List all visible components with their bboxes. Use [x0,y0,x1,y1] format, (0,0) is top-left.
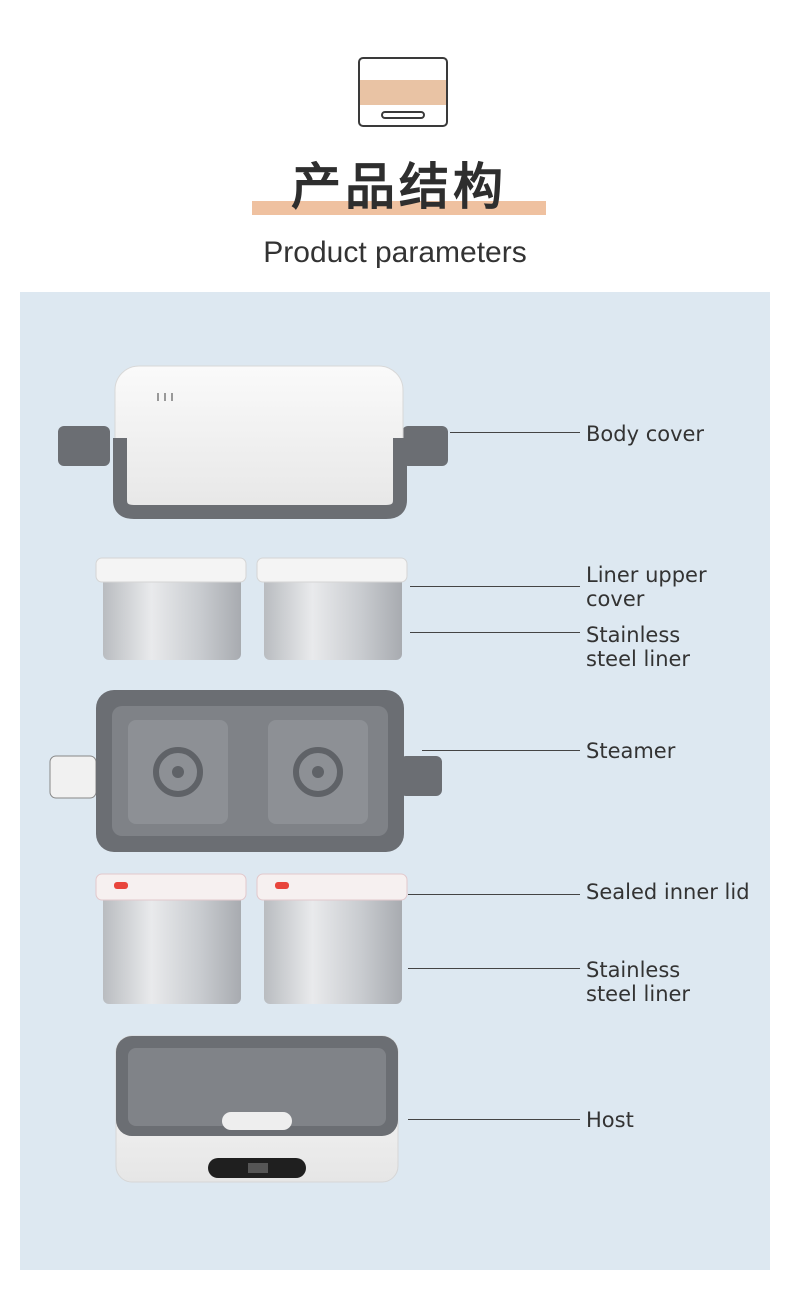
label-liner-upper-cover: Liner upper cover [586,563,707,611]
leader-line [410,586,580,587]
label-steamer: Steamer [586,739,676,763]
page-title-cn: 产品结构 [291,158,507,216]
label-host: Host [586,1108,634,1132]
leader-line [422,750,580,751]
label-body-cover: Body cover [586,422,705,446]
steamer-part [49,690,442,852]
title-underline [252,201,546,215]
host-part [115,1035,399,1183]
label-stainless-steel-liner-upper: Stainless steel liner [586,623,691,671]
container-icon [358,57,448,127]
leader-line [408,968,580,969]
icon-band [360,80,446,105]
leader-line [450,432,580,433]
body-cover-part [58,365,448,519]
page-title-en: Product parameters [263,236,527,269]
leader-line [408,894,580,895]
leader-line [408,1119,580,1120]
icon-slot [381,111,425,119]
label-sealed-inner-lid: Sealed inner lid [586,880,750,904]
lower-liners-part [95,873,408,1004]
label-stainless-steel-liner-lower: Stainless steel liner [586,958,691,1006]
upper-liners-part [95,557,408,660]
leader-line [410,632,580,633]
